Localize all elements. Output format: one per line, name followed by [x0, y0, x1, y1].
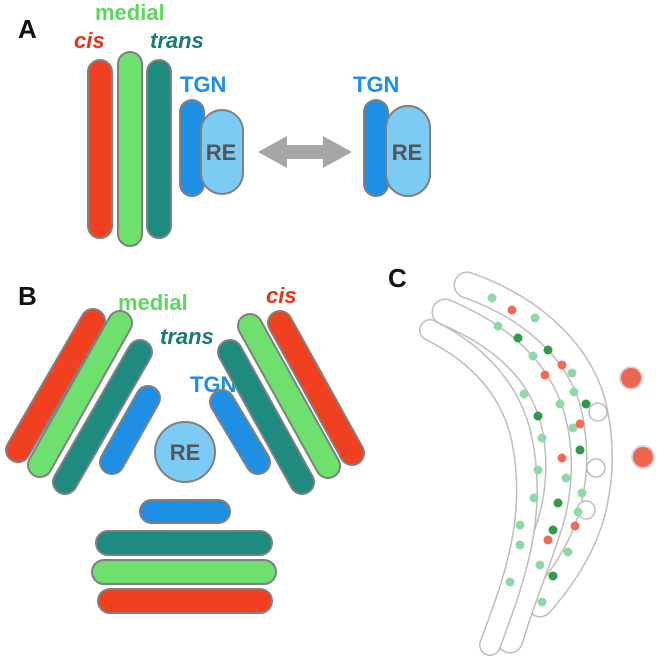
cargo-dot-light-green: [561, 473, 571, 483]
cargo-dot-red: [570, 521, 580, 531]
cargo-dot-light-green: [515, 540, 525, 550]
curved-cisterna-inner-fill: [420, 320, 537, 655]
cargo-dot-red: [575, 419, 585, 429]
medial-cisterna-bottom: [91, 559, 277, 585]
cargo-dot-red: [543, 535, 553, 545]
cargo-dot-light-green: [568, 423, 578, 433]
medial-label: medial: [95, 0, 165, 25]
cargo-dot-light-green: [537, 433, 547, 443]
cargo-dot-dark-green: [543, 345, 553, 355]
tgn-cisterna-bottom: [139, 499, 231, 524]
cargo-dot-dark-green: [533, 411, 543, 421]
cis-cisterna: [87, 59, 113, 239]
cargo-dot-light-green: [537, 597, 547, 607]
free-cargo-red: [619, 366, 643, 390]
cargo-dot-light-green: [530, 313, 540, 323]
bud-vesicle: [588, 402, 608, 422]
bottom-stack: [91, 499, 277, 614]
tgn-label-separated: TGN: [353, 72, 399, 97]
medial-label-b: medial: [118, 290, 188, 315]
cis-label: cis: [74, 28, 105, 53]
double-arrow: [258, 136, 352, 168]
trans-cisterna-right: [219, 341, 313, 493]
free-cargo-red: [631, 445, 655, 469]
cargo-dot-red: [507, 305, 517, 315]
re-label: RE: [206, 140, 237, 165]
cargo-dot-dark-green: [553, 498, 563, 508]
cargo-dot-light-green: [493, 321, 503, 331]
curved-cisterna-middle-fill: [433, 300, 571, 652]
tgn-cisterna-left: [101, 387, 159, 473]
cargo-dot-light-green: [577, 488, 587, 498]
cargo-dot-dark-green: [575, 445, 585, 455]
cargo-dot-light-green: [533, 465, 543, 475]
panel-c-label: C: [388, 263, 407, 293]
panel-a: A medial cis trans TGN RE TGN RE: [18, 0, 431, 247]
cargo-dot-light-green: [505, 577, 515, 587]
cargo-dots: [487, 293, 591, 607]
cargo-dot-light-green: [529, 493, 539, 503]
cargo-dot-light-green: [567, 368, 577, 378]
cargo-dot-light-green: [563, 547, 573, 557]
tgn-label: TGN: [180, 72, 226, 97]
trans-cisterna-left: [54, 341, 151, 493]
trans-label-b: trans: [160, 324, 214, 349]
cis-label-b: cis: [266, 283, 297, 308]
re-label-separated: RE: [392, 140, 423, 165]
panel-a-label: A: [18, 14, 37, 44]
medial-cisterna-left: [29, 312, 131, 476]
cargo-dot-light-green: [569, 387, 579, 397]
recycling-endosome-separated: [385, 105, 431, 197]
cargo-dot-dark-green: [581, 399, 591, 409]
cargo-dot-light-green: [515, 520, 525, 530]
cargo-dot-dark-green: [513, 333, 523, 343]
cis-cisterna-right: [269, 312, 363, 464]
re-label-b: RE: [170, 440, 201, 465]
cargo-dot-light-green: [555, 399, 565, 409]
panel-b: B medial trans cis TGN RE: [5, 281, 365, 614]
tgn-cisterna-separated: [363, 99, 389, 197]
cargo-dot-light-green: [528, 351, 538, 361]
cargo-dot-dark-green: [548, 525, 558, 535]
cargo-dot-red: [557, 360, 567, 370]
trans-cisterna: [146, 59, 172, 239]
cargo-dot-light-green: [535, 560, 545, 570]
cargo-dot-red: [557, 453, 567, 463]
cis-cisterna-bottom: [97, 588, 273, 614]
cargo-dot-light-green: [573, 507, 583, 517]
panel-b-label: B: [18, 281, 37, 311]
trans-label: trans: [150, 28, 204, 53]
cargo-dot-red: [540, 370, 550, 380]
cargo-dot-light-green: [519, 389, 529, 399]
recycling-endosome: [200, 109, 244, 195]
right-stack: [209, 310, 365, 495]
medial-cisterna: [117, 51, 143, 247]
cis-cisterna-left: [7, 310, 104, 461]
tgn-cisterna-right: [211, 391, 269, 473]
cargo-dot-dark-green: [548, 571, 558, 581]
bud-vesicle: [586, 458, 606, 478]
left-stack: [5, 308, 161, 495]
medial-cisterna-right: [239, 315, 339, 477]
trans-cisterna-bottom: [95, 530, 273, 556]
panel-c: C: [388, 263, 655, 656]
recycling-endosome-b: [154, 421, 216, 483]
cargo-dot-light-green: [487, 293, 497, 303]
